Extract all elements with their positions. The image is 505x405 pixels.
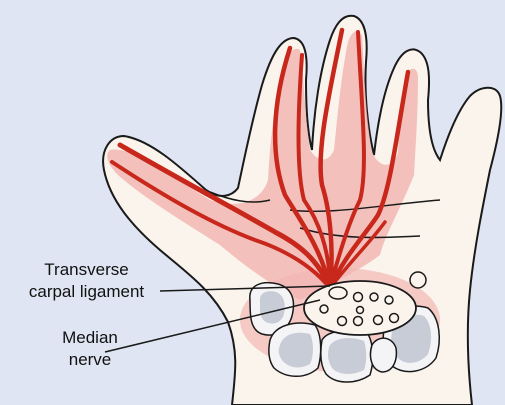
label-line-2: carpal ligament xyxy=(4,281,169,303)
label-transverse-carpal-ligament: Transverse carpal ligament xyxy=(4,259,169,303)
pisiform xyxy=(410,272,426,288)
label-line-1: Transverse xyxy=(4,259,169,281)
label-median-nerve: Median nerve xyxy=(40,327,140,371)
label-line-2: nerve xyxy=(40,349,140,371)
bone-right-lower xyxy=(370,338,396,372)
bone-left-inner xyxy=(260,291,285,323)
bone-bottom-mid-inner xyxy=(328,338,366,374)
label-line-1: Median xyxy=(40,327,140,349)
